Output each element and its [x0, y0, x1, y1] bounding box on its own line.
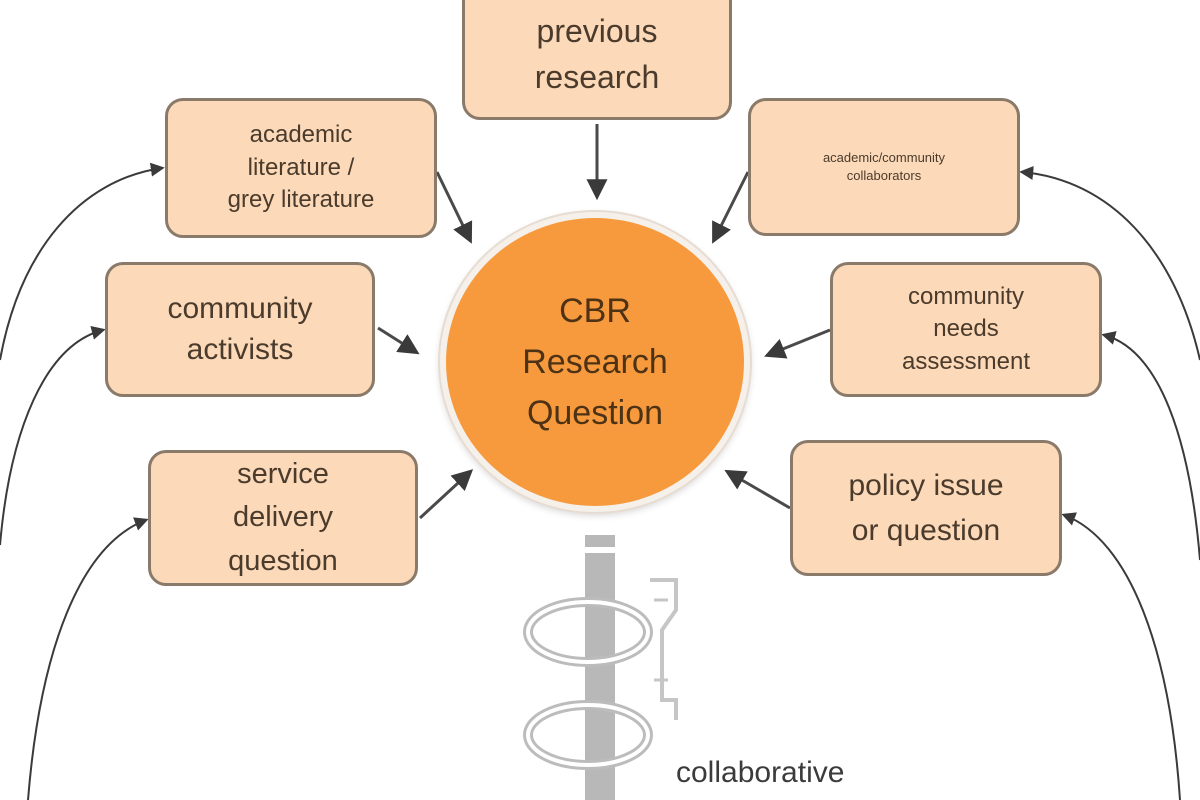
community-activists-box: community activists: [105, 262, 375, 397]
feedback-curve-left-3: [27, 517, 149, 800]
arrow-service-delivery: [418, 469, 474, 520]
community-needs-box: community needs assessment: [830, 262, 1102, 397]
academic-literature-box: academic literature / grey literature: [165, 98, 437, 238]
academic-community-box: academic/community collaborators: [748, 98, 1020, 236]
collaborative-caption: collaborative: [676, 756, 845, 789]
policy-issue-line-1: policy issue: [848, 469, 1004, 502]
arrow-community-needs: [764, 328, 831, 359]
arrow-academic-community: [712, 171, 750, 244]
academic-literature-line-2: literature /: [247, 153, 355, 181]
center-line-2: Research: [522, 342, 668, 381]
academic-literature-line-3: grey literature: [227, 186, 375, 214]
collaborative-spiral-graphic: [523, 535, 678, 800]
feedback-curve-left-2: [0, 326, 106, 546]
community-needs-line-3: assessment: [901, 347, 1031, 375]
previous-research-box: previous research: [462, 0, 732, 120]
community-needs-line-1: community: [907, 282, 1025, 310]
service-delivery-line-1: service: [237, 457, 329, 490]
center-line-1: CBR: [559, 291, 631, 330]
arrow-policy-issue: [724, 469, 791, 510]
academic-community-line-1: academic/community: [822, 150, 946, 166]
previous-research-line-1: previous: [536, 12, 658, 49]
arrow-community-activists: [377, 326, 420, 355]
arrow-academic-literature: [435, 171, 473, 244]
service-delivery-line-3: question: [228, 544, 338, 577]
service-delivery-line-2: delivery: [233, 501, 333, 534]
policy-issue-box: policy issue or question: [790, 440, 1062, 576]
community-needs-line-2: needs: [933, 315, 999, 343]
academic-community-line-2: collaborators: [846, 168, 922, 183]
cbr-research-question-circle: CBR Research Question: [440, 212, 750, 512]
service-delivery-box: service delivery question: [148, 450, 418, 586]
feedback-curve-right-3: [1061, 512, 1181, 800]
feedback-curve-right-2: [1101, 331, 1200, 561]
community-activists-line-1: community: [167, 292, 313, 325]
center-line-3: Question: [526, 393, 664, 432]
policy-issue-line-2: or question: [851, 514, 1001, 547]
community-activists-line-2: activists: [186, 332, 294, 366]
previous-research-line-2: research: [534, 59, 660, 95]
academic-literature-line-1: academic: [249, 121, 353, 149]
